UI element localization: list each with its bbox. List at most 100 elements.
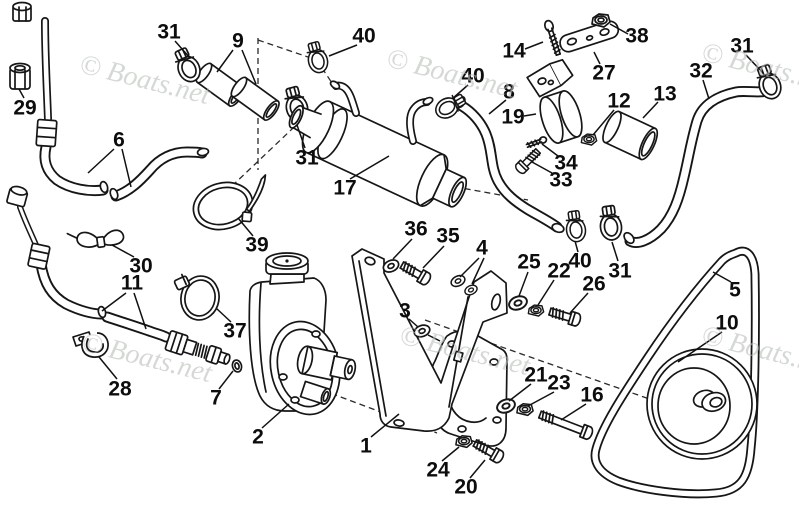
callout-11: 11 bbox=[121, 272, 144, 295]
callout-21: 21 bbox=[524, 364, 548, 387]
leader-40a bbox=[328, 44, 358, 57]
hose-clamp-31d bbox=[596, 203, 625, 243]
hose-end bbox=[623, 231, 635, 245]
steel-tube-11-inner bbox=[18, 205, 38, 247]
bracket-27 bbox=[559, 20, 620, 53]
callout-32: 32 bbox=[689, 60, 712, 83]
leader-29 bbox=[18, 88, 25, 99]
leader-19 bbox=[523, 113, 537, 117]
washer-3-tail bbox=[427, 334, 441, 342]
leader-33 bbox=[531, 161, 553, 174]
leader-31d bbox=[611, 241, 619, 262]
leader-39 bbox=[237, 217, 254, 237]
bolt-16 bbox=[536, 407, 595, 442]
callout-20: 20 bbox=[454, 476, 477, 499]
hose-6a-inner bbox=[41, 143, 107, 195]
dashed-line bbox=[257, 39, 309, 58]
bolt-26 bbox=[547, 304, 583, 328]
callout-37: 37 bbox=[223, 320, 246, 343]
callout-40c: 40 bbox=[568, 250, 591, 273]
nut-38 bbox=[591, 13, 611, 28]
leader-4 bbox=[459, 257, 485, 285]
callout-8: 8 bbox=[503, 81, 515, 104]
leader-3 bbox=[408, 318, 419, 328]
leader-20 bbox=[469, 459, 486, 479]
leader-40c bbox=[574, 240, 579, 253]
hose-clamp-40a bbox=[303, 39, 331, 76]
hose-clamp-37 bbox=[173, 273, 220, 321]
pulley-10 bbox=[646, 348, 758, 460]
nut-24 bbox=[455, 434, 473, 449]
leader-27 bbox=[593, 51, 601, 65]
leader-9 bbox=[216, 49, 257, 85]
callout-31d: 31 bbox=[608, 260, 632, 283]
leader-25 bbox=[518, 271, 529, 297]
nut-29 bbox=[9, 62, 31, 90]
callout-27: 27 bbox=[592, 62, 615, 85]
dashed-line bbox=[231, 111, 311, 187]
pump-shaft bbox=[296, 345, 357, 381]
callout-29: 29 bbox=[13, 97, 36, 120]
nut-23 bbox=[516, 402, 534, 417]
callout-31c: 31 bbox=[730, 35, 754, 58]
leader-7 bbox=[218, 370, 234, 390]
hose-end bbox=[109, 187, 119, 201]
callout-1: 1 bbox=[360, 435, 372, 458]
leader-31b bbox=[296, 124, 306, 149]
tube-collar-11 bbox=[27, 242, 51, 270]
washer-4a bbox=[448, 272, 468, 290]
leader-34 bbox=[541, 143, 559, 157]
callout-10: 10 bbox=[715, 312, 738, 335]
leader-10 bbox=[677, 331, 723, 363]
callout-5: 5 bbox=[729, 279, 741, 302]
callout-12: 12 bbox=[607, 90, 630, 113]
callout-25: 25 bbox=[517, 251, 541, 274]
callout-28: 28 bbox=[108, 378, 132, 401]
leader-8 bbox=[488, 99, 507, 115]
leader-22 bbox=[537, 279, 555, 306]
callout-40a: 40 bbox=[352, 25, 375, 48]
leader-31c bbox=[745, 54, 764, 74]
drive-belt-5-inner bbox=[592, 248, 759, 497]
pump-outlet bbox=[299, 380, 332, 405]
tube-collar-6 bbox=[35, 118, 58, 148]
callout-33: 33 bbox=[549, 169, 572, 192]
callout-3: 3 bbox=[399, 300, 411, 323]
callout-14: 14 bbox=[502, 40, 526, 63]
callout-24: 24 bbox=[426, 459, 450, 482]
steel-tube-6-inner bbox=[42, 18, 51, 122]
callout-31a: 31 bbox=[157, 21, 181, 44]
cable-tie-39 bbox=[192, 174, 267, 231]
leader-17 bbox=[349, 155, 390, 180]
leader-24 bbox=[441, 446, 460, 462]
leader-40b bbox=[451, 84, 469, 100]
callout-9: 9 bbox=[232, 30, 244, 53]
screw-14 bbox=[543, 19, 562, 56]
nut-12 bbox=[580, 133, 598, 146]
callout-6: 6 bbox=[113, 129, 125, 152]
power-steering-pump-2 bbox=[248, 252, 357, 416]
callout-17: 17 bbox=[333, 177, 356, 200]
callout-40b: 40 bbox=[461, 65, 484, 88]
tube-fitting-top bbox=[12, 1, 32, 22]
leader-lines bbox=[18, 23, 764, 479]
hose-clamp-40c bbox=[563, 209, 588, 244]
hose-8-inner bbox=[458, 102, 561, 231]
leader-16 bbox=[560, 403, 587, 421]
leader-37 bbox=[215, 307, 232, 323]
callout-38: 38 bbox=[625, 25, 649, 48]
hose-6b-inner bbox=[112, 148, 206, 200]
callout-31b: 31 bbox=[295, 147, 319, 170]
leader-1 bbox=[370, 413, 400, 438]
callout-35: 35 bbox=[436, 225, 460, 248]
callout-26: 26 bbox=[582, 273, 605, 296]
leader-6 bbox=[87, 148, 132, 188]
callout-23: 23 bbox=[547, 372, 570, 395]
hose-open-ends bbox=[97, 95, 635, 319]
callout-4: 4 bbox=[476, 237, 488, 260]
hose-end bbox=[196, 147, 210, 157]
callout-16: 16 bbox=[580, 384, 603, 407]
